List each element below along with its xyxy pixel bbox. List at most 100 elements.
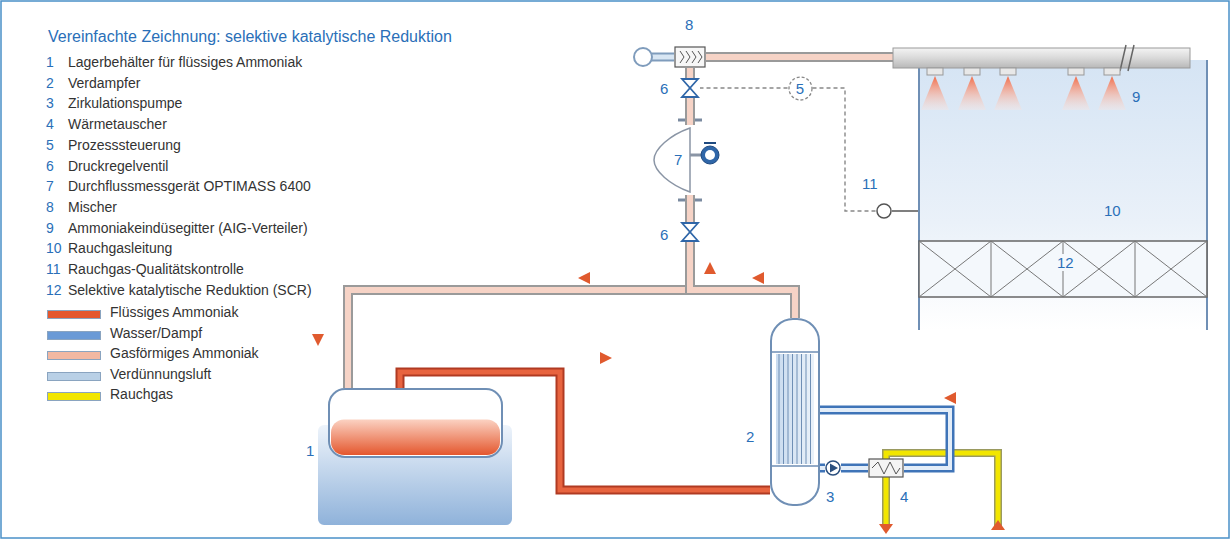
callout-number: 10	[1104, 202, 1121, 219]
callout-number: 5	[796, 80, 804, 97]
connector-stroke	[348, 290, 795, 388]
callout-number: 4	[46, 116, 64, 133]
connector-stroke	[820, 464, 825, 473]
key-text: Rauchgas-Qualitätskontrolle	[68, 261, 244, 278]
pressure-valve-shape	[680, 222, 700, 242]
callout-number: 6	[46, 158, 64, 175]
flow-arrow	[312, 262, 956, 404]
connector-stroke	[700, 87, 788, 88]
callout-number: 2	[746, 428, 754, 445]
callout-number: 11	[46, 261, 64, 278]
callout-number: 5	[46, 137, 64, 154]
connector-stroke	[685, 98, 695, 125]
mixer: 8	[674, 46, 706, 68]
legend-swatch	[47, 372, 101, 381]
key-text: Selektive katalytische Reduktion (SCR)	[68, 282, 312, 299]
pressure-valve: 6	[680, 222, 700, 242]
quality-control: 11	[876, 203, 892, 219]
flowmeter-shape	[652, 125, 726, 195]
connector-stroke	[685, 195, 695, 222]
callout-number: 9	[1132, 88, 1140, 105]
callout-number: 2	[46, 75, 64, 92]
legend-text: Wasser/Dampf	[110, 325, 202, 342]
evaporator-shape	[770, 318, 820, 506]
dilution-air-inlet	[634, 48, 674, 66]
callout-number: 1	[46, 54, 64, 71]
pressure-valve-shape	[680, 78, 700, 98]
legend-text: Verdünnungsluft	[110, 366, 211, 383]
pipe	[706, 57, 918, 58]
key-text: Verdampfer	[68, 75, 140, 92]
callout-number: 11	[862, 175, 878, 192]
legend-swatch	[47, 392, 101, 401]
quality-control-shape	[876, 203, 892, 219]
legend-swatch	[47, 331, 101, 340]
callout-number: 6	[660, 80, 668, 97]
key-text: Ammoniakeindüsegitter (AIG-Verteiler)	[68, 220, 308, 237]
pipe	[841, 468, 868, 469]
connector-stroke	[687, 98, 693, 125]
pipe	[348, 290, 795, 388]
legend-text: Rauchgas	[110, 386, 173, 403]
injection-grid-shape	[918, 48, 1190, 120]
connector-stroke	[687, 68, 693, 78]
key-text: Wärmetauscher	[68, 116, 167, 133]
key-text: Zirkulationspumpe	[68, 95, 182, 112]
pipe	[690, 68, 691, 78]
callout-number: 12	[1054, 254, 1077, 271]
legend-swatch	[47, 310, 101, 319]
key-text: Rauchgasleitung	[68, 240, 172, 257]
scr-catalyst: 12	[918, 240, 1208, 298]
connector-stroke	[687, 195, 693, 222]
signal-line	[813, 88, 877, 211]
callout-number: 10	[46, 240, 64, 257]
mixer-shape	[674, 46, 706, 68]
callout-number: 3	[826, 488, 834, 505]
callout-number: 8	[685, 16, 693, 33]
pipe	[690, 242, 795, 318]
connector-stroke	[813, 88, 877, 211]
diagram-title: Vereinfachte Zeichnung: selektive kataly…	[48, 28, 452, 46]
circulation-pump-shape	[825, 460, 841, 476]
key-text: Lagerbehälter für flüssiges Ammoniak	[68, 54, 302, 71]
callout-number: 8	[46, 199, 64, 216]
callout-number: 7	[46, 178, 64, 195]
storage-tank-shape	[328, 388, 503, 458]
legend-swatch	[47, 351, 101, 360]
connector-stroke	[690, 242, 795, 318]
storage-tank: 1	[328, 388, 503, 458]
callout-number: 7	[674, 151, 682, 168]
heat-exchanger-shape	[868, 458, 904, 478]
connector-stroke	[706, 52, 918, 62]
connector-stroke	[841, 464, 868, 473]
connector-stroke	[348, 290, 795, 388]
connector-stroke	[820, 466, 825, 470]
callout-number: 1	[306, 442, 314, 459]
heat-exchanger: 4	[868, 458, 904, 478]
callout-number: 9	[46, 220, 64, 237]
callout-number: 12	[46, 282, 64, 299]
flue-gas-duct: 9 12 10	[918, 40, 1208, 330]
pipe	[820, 468, 825, 469]
process-control: 5	[788, 76, 813, 101]
pressure-valve: 6	[680, 78, 700, 98]
probe-line	[892, 210, 918, 212]
circulation-pump: 3	[825, 460, 841, 476]
key-text: Durchflussmessgerät OPTIMASS 6400	[68, 178, 311, 195]
connector-stroke	[690, 242, 795, 318]
evaporator: 2	[770, 318, 820, 506]
callout-number: 3	[46, 95, 64, 112]
key-text: Mischer	[68, 199, 117, 216]
connector-stroke	[706, 54, 918, 60]
key-text: Prozesssteuerung	[68, 137, 181, 154]
flowmeter: 7	[652, 125, 726, 195]
pipe	[690, 98, 691, 125]
connector-stroke	[685, 68, 695, 78]
injection-grid: 9	[918, 48, 1190, 120]
legend-text: Gasförmiges Ammoniak	[110, 345, 259, 362]
legend-text: Flüssiges Ammoniak	[110, 304, 238, 321]
callout-number: 4	[900, 488, 908, 505]
signal-line	[700, 88, 788, 89]
callout-number: 6	[660, 226, 668, 243]
